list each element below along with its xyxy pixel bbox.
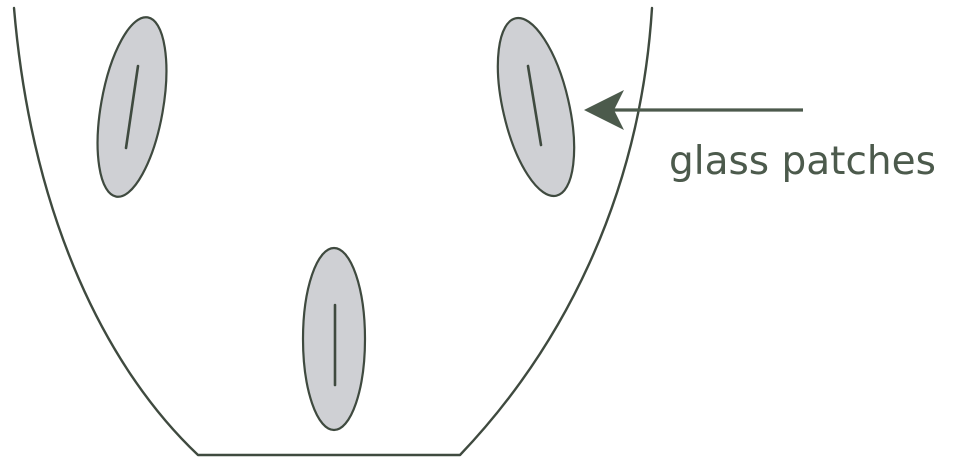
vessel-outline bbox=[12, 6, 654, 457]
patch-slit bbox=[526, 64, 543, 147]
glass-patch-left bbox=[96, 16, 168, 198]
glass-patch-bottom bbox=[301, 246, 367, 432]
left-arrow-icon bbox=[584, 90, 803, 130]
arrow-head bbox=[584, 90, 624, 130]
patch-slit bbox=[124, 64, 140, 150]
glass-patches-label: glass patches bbox=[669, 139, 936, 184]
glass-patch-right bbox=[496, 16, 576, 198]
